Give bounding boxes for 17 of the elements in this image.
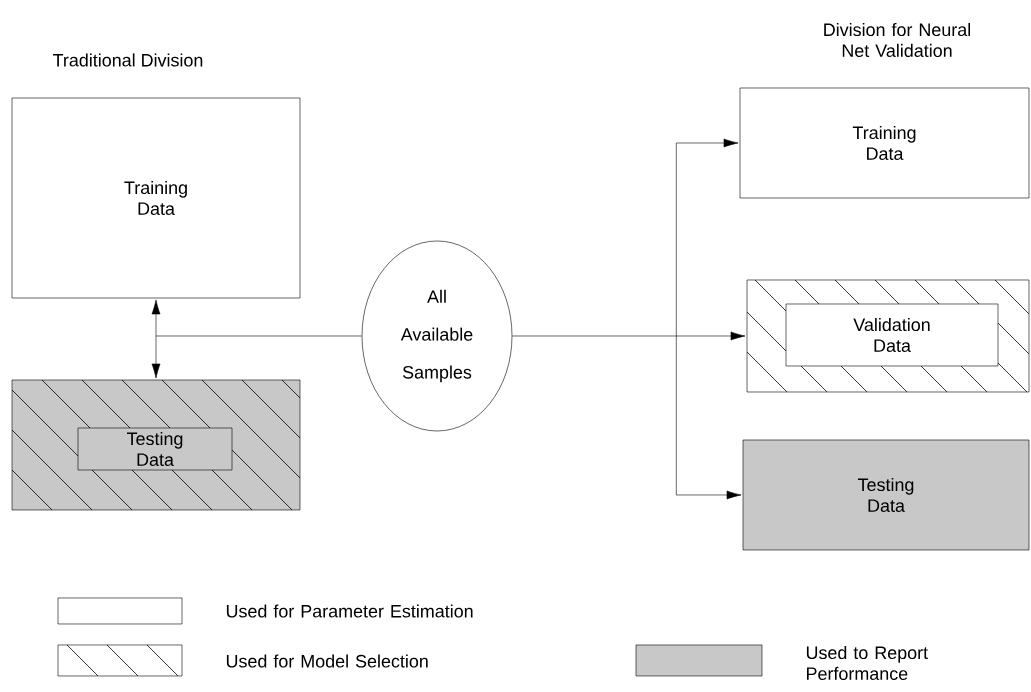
arrow <box>676 331 746 341</box>
connector-line <box>512 142 677 496</box>
connector-line <box>155 335 362 337</box>
column-heading: Traditional Division <box>53 53 203 67</box>
arrow <box>151 335 161 379</box>
column-heading: Division for Neural Net Validation <box>824 22 970 58</box>
legend-text: Used for Parameter Estimation <box>226 604 473 618</box>
data-box: Training Data <box>11 97 301 299</box>
label-plate: Testing Data <box>77 427 233 471</box>
arrow <box>676 138 739 148</box>
legend-text: Used for Model Selection <box>226 654 428 668</box>
label-plate: Validation Data <box>785 303 999 367</box>
arrow <box>676 490 742 500</box>
legend-text: Used to Report Performance <box>806 645 928 681</box>
arrow <box>151 299 161 337</box>
data-box: Training Data <box>739 87 1030 199</box>
data-box: Testing Data <box>742 439 1030 551</box>
